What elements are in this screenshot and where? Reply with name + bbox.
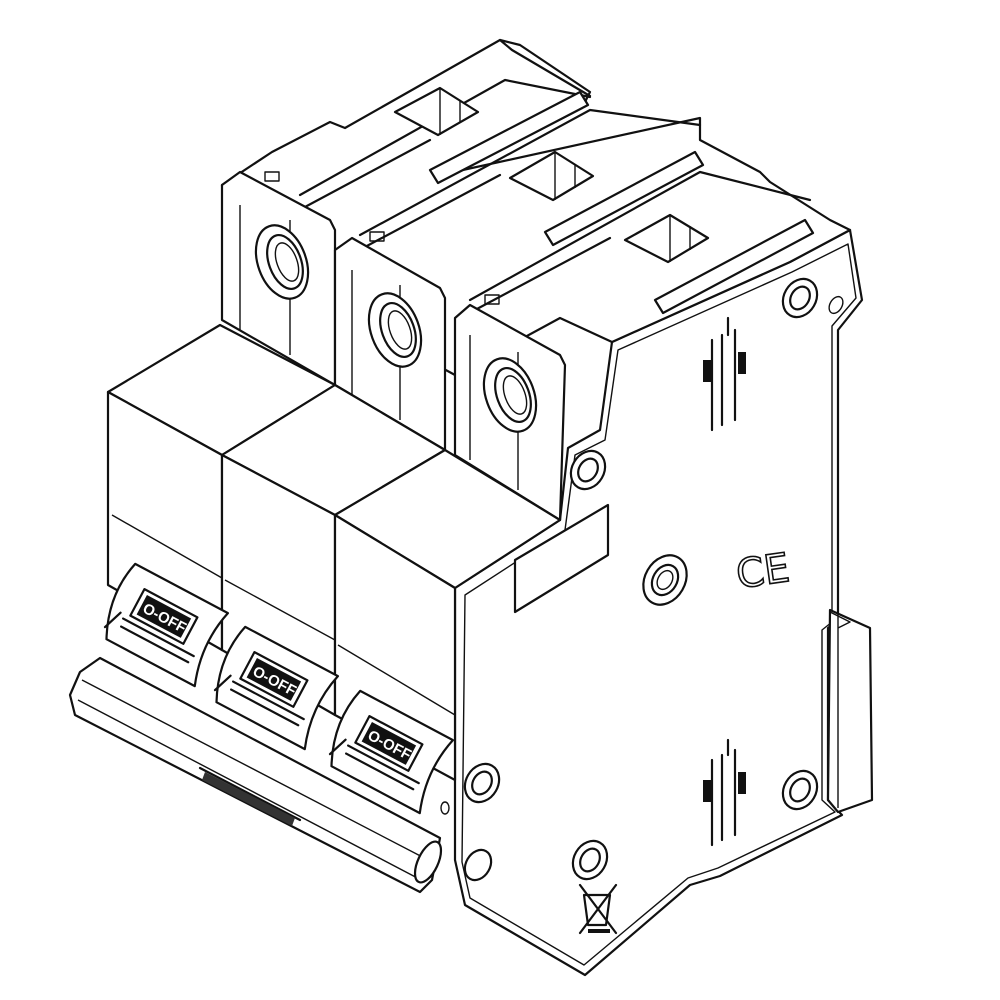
handles: O-OFF O-OFF O-OFF bbox=[95, 562, 458, 815]
weee-crossed-bin-icon bbox=[578, 883, 618, 935]
ce-mark: CE bbox=[733, 545, 792, 598]
handle-pole-3[interactable]: O-OFF bbox=[320, 689, 458, 815]
terminals bbox=[220, 170, 567, 522]
handle-pole-1[interactable]: O-OFF bbox=[95, 562, 233, 688]
mounting-holes bbox=[440, 277, 844, 882]
pole-wiring-symbol-icon bbox=[703, 316, 746, 847]
handle-pole-2[interactable]: O-OFF bbox=[205, 625, 343, 751]
handle-tie-bar[interactable] bbox=[68, 656, 446, 894]
